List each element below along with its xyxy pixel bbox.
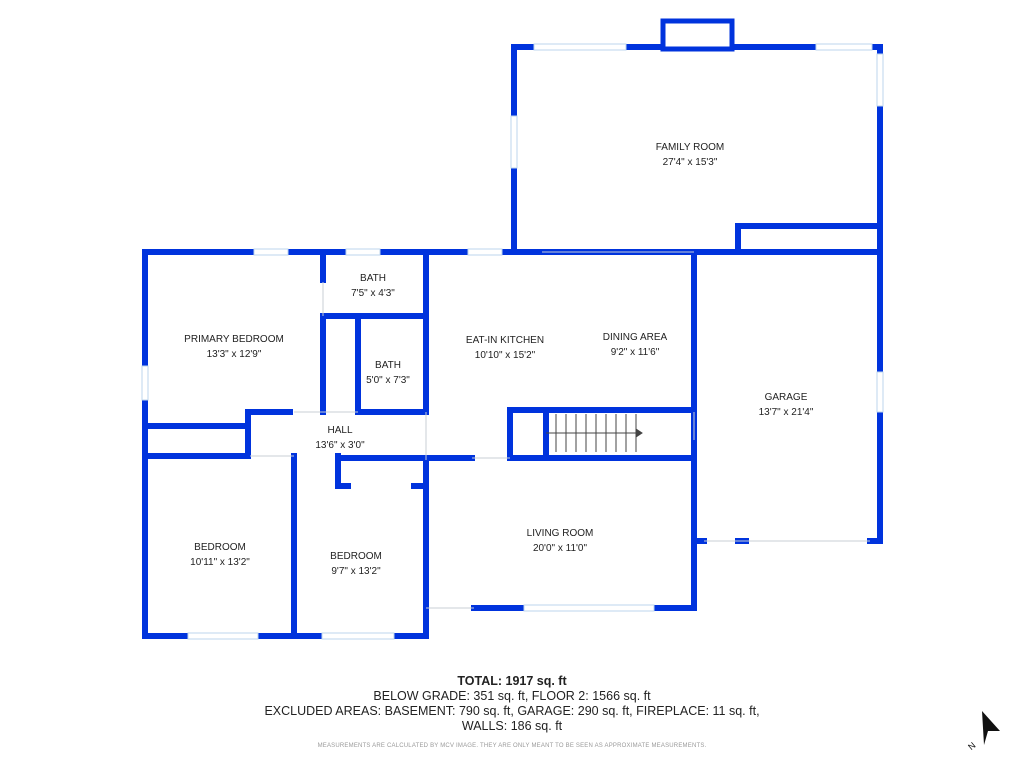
family-room-name: FAMILY ROOM (656, 142, 725, 153)
north-arrow-icon: N (966, 711, 1000, 752)
bath-walls (320, 249, 429, 415)
floor-plan: FAMILY ROOM 27'4" x 15'3" GARAGE 13'7" x… (141, 18, 884, 640)
hall-name: HALL (327, 425, 352, 436)
window (141, 365, 149, 401)
window (321, 632, 395, 640)
bath-1-dims: 7'5" x 4'3" (351, 288, 395, 299)
left-wing-walls (142, 249, 429, 639)
bath-2-name: BATH (375, 360, 401, 371)
bedroom-1-dims: 10'11" x 13'2" (190, 557, 250, 568)
hall-walls (142, 409, 429, 639)
fireplace (660, 18, 735, 52)
window (187, 632, 259, 640)
bedroom-1-name: BEDROOM (194, 542, 246, 553)
openings (250, 251, 870, 609)
primary-bedroom-dims: 13'3" x 12'9" (207, 349, 262, 360)
primary-bedroom-name: PRIMARY BEDROOM (184, 334, 284, 345)
bath-2-dims: 5'0" x 7'3" (366, 375, 410, 386)
bedroom-2-dims: 9'7" x 13'2" (331, 566, 381, 577)
garage-dims: 13'7" x 21'4" (759, 407, 814, 418)
total-area: TOTAL: 1917 sq. ft (457, 674, 567, 688)
area-line-1: BELOW GRADE: 351 sq. ft, FLOOR 2: 1566 s… (373, 689, 651, 703)
window (876, 371, 884, 413)
kitchen-living-walls (423, 249, 697, 611)
hall-dims: 13'6" x 3'0" (315, 440, 365, 451)
area-summary: TOTAL: 1917 sq. ft BELOW GRADE: 351 sq. … (0, 674, 1024, 734)
kitchen-name: EAT-IN KITCHEN (466, 335, 544, 346)
dining-area-name: DINING AREA (603, 332, 668, 343)
walls (142, 18, 883, 639)
living-room-name: LIVING ROOM (527, 528, 594, 539)
area-line-2: EXCLUDED AREAS: BASEMENT: 790 sq. ft, GA… (264, 704, 760, 718)
garage-name: GARAGE (765, 392, 808, 403)
bedroom-2-name: BEDROOM (330, 551, 382, 562)
window (253, 248, 289, 256)
bath-1-name: BATH (360, 273, 386, 284)
window (533, 43, 627, 51)
windows (141, 43, 884, 640)
area-line-3: WALLS: 186 sq. ft (461, 719, 563, 733)
family-room-dims: 27'4" x 15'3" (663, 157, 718, 168)
window (815, 43, 873, 51)
stairs (546, 414, 643, 452)
window (510, 115, 518, 169)
room-labels: FAMILY ROOM 27'4" x 15'3" GARAGE 13'7" x… (184, 142, 814, 577)
window (523, 604, 655, 612)
kitchen-dims: 10'10" x 15'2" (475, 350, 536, 361)
disclaimer: MEASUREMENTS ARE CALCULATED BY MCV IMAGE… (317, 743, 707, 749)
window (345, 248, 381, 256)
living-room-dims: 20'0" x 11'0" (533, 543, 588, 554)
window (467, 248, 503, 256)
compass-label: N (966, 740, 977, 752)
dining-area-dims: 9'2" x 11'6" (611, 347, 660, 358)
window (876, 53, 884, 107)
